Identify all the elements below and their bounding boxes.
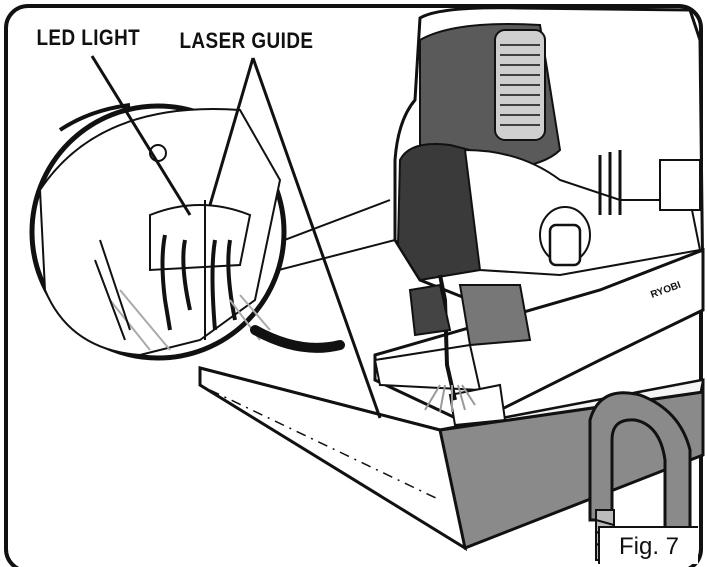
leader-lines (90, 55, 382, 419)
led-light-label: LED LIGHT (33, 25, 144, 51)
laser-guide-label: LASER GUIDE (176, 28, 317, 54)
jigsaw-body (373, 6, 705, 427)
workpiece-board (198, 366, 705, 552)
figure-label: Fig. 7 (598, 526, 698, 564)
